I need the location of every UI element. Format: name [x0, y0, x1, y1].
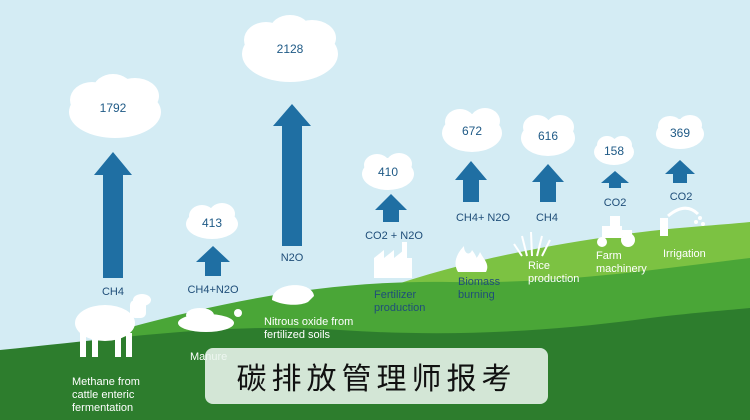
cloud-6 — [521, 115, 575, 156]
arrow-8 — [665, 160, 695, 183]
value-biomass-burning: 672 — [461, 124, 483, 138]
arrow-7 — [601, 171, 629, 188]
irrigation-icon — [660, 206, 705, 236]
value-farm-machinery: 158 — [603, 144, 625, 158]
cow-icon — [75, 294, 151, 357]
gas-fertilized-soils: N2O — [280, 252, 304, 264]
name-rice-production: Rice production — [528, 260, 580, 285]
name-fertilizer-production: Fertilizer production — [374, 289, 426, 314]
arrow-5 — [455, 161, 487, 202]
gas-farm-machinery: CO2 — [603, 197, 627, 209]
arrow-2 — [196, 246, 230, 276]
arrow-3 — [273, 104, 311, 246]
value-fertilizer-production: 410 — [377, 165, 399, 179]
value-irrigation: 369 — [669, 126, 691, 140]
gas-manure: CH4+N2O — [187, 284, 239, 296]
name-farm-machinery: Farm machinery — [596, 250, 647, 275]
cloud-7 — [594, 136, 634, 165]
arrow-4 — [375, 194, 407, 222]
fire-icon — [455, 246, 488, 272]
cloud-3 — [242, 15, 338, 82]
cloud-5 — [442, 108, 502, 152]
rice-icon — [513, 231, 551, 257]
banner: 碳排放管理师报考 — [205, 348, 548, 404]
banner-text: 碳排放管理师报考 — [236, 362, 517, 397]
gas-irrigation: CO2 — [669, 191, 693, 203]
gas-biomass-burning: CH4+ N2O — [455, 212, 511, 224]
cloud-4 — [362, 153, 414, 190]
value-cattle: 1792 — [99, 101, 127, 115]
gas-cattle: CH4 — [101, 286, 124, 298]
name-biomass-burning: Biomass burning — [458, 276, 501, 301]
name-fertilized-soils: Nitrous oxide from fertilized soils — [264, 316, 354, 341]
cloud-2 — [186, 203, 238, 239]
gas-fertilizer-production: CO2 + N2O — [365, 230, 423, 242]
arrow-1 — [94, 152, 132, 278]
sack-icon — [272, 285, 314, 305]
value-manure: 413 — [201, 216, 223, 230]
value-rice-production: 616 — [537, 129, 559, 143]
cloud-1 — [69, 74, 161, 138]
manure-icon — [178, 308, 242, 332]
arrow-6 — [532, 164, 564, 202]
value-fertilized-soils: 2128 — [276, 42, 304, 56]
name-cattle: Methane from cattle enteric fermentation — [72, 376, 140, 414]
name-irrigation: Irrigation — [663, 248, 706, 260]
factory-icon — [374, 242, 412, 278]
gas-rice-production: CH4 — [535, 212, 558, 224]
tractor-icon — [597, 216, 635, 247]
cloud-8 — [656, 115, 704, 149]
